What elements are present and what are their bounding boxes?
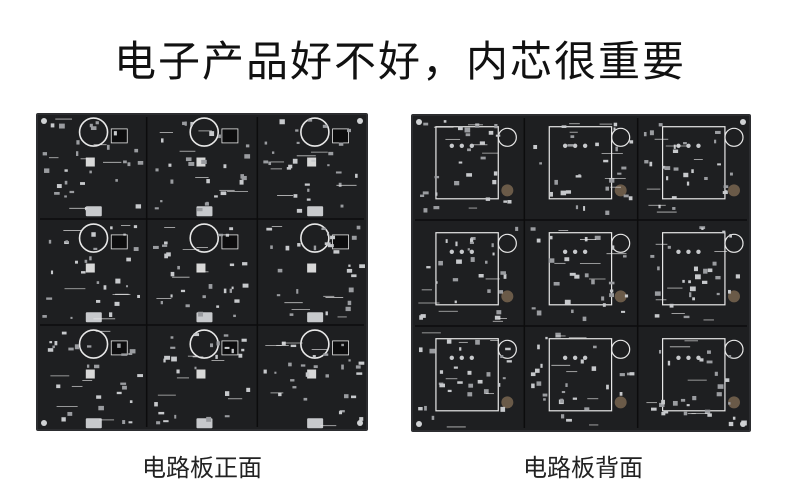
- pcb-back-photo: [411, 114, 751, 432]
- headline: 电子产品好不好，内芯很重要: [113, 37, 686, 86]
- pcb-front-photo: [36, 113, 368, 431]
- caption-back: 电路板背面: [523, 454, 643, 482]
- caption-front: 电路板正面: [142, 454, 262, 482]
